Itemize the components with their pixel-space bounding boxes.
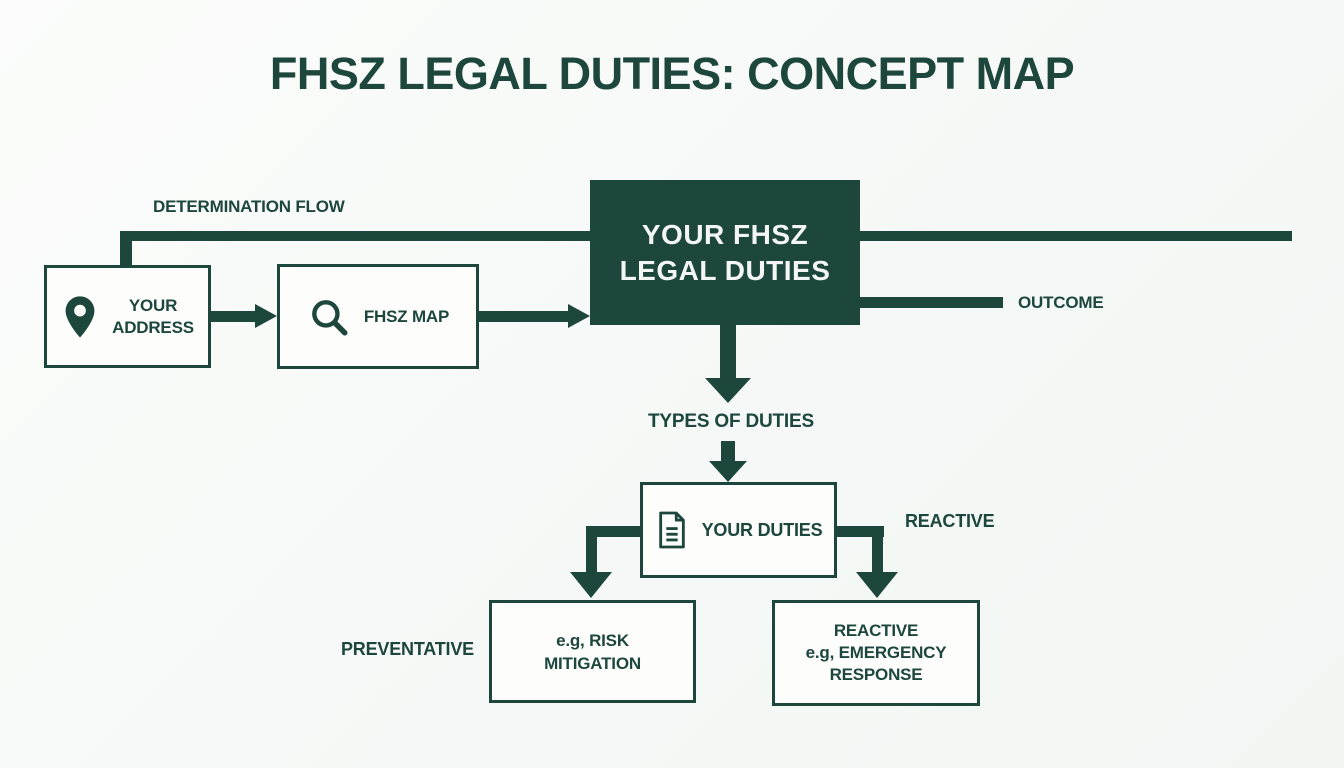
types-of-duties-label: TYPES OF DUTIES — [648, 411, 814, 432]
your-duties-node-label: YOUR DUTIES — [701, 519, 823, 540]
magnifier-icon — [311, 299, 348, 336]
reactive-branch-label: REACTIVE — [905, 511, 995, 531]
outcome-line — [860, 297, 1003, 308]
reactive-example-label: REACTIVE e.g, EMERGENCY RESPONSE — [805, 621, 947, 684]
preventative-branch-label: PREVENTATIVE — [341, 639, 474, 659]
determination-flow-stub — [120, 231, 132, 269]
your-duties-node: YOUR DUTIES — [640, 482, 837, 578]
address-node: YOUR ADDRESS — [44, 265, 211, 368]
reactive-example-node: REACTIVE e.g, EMERGENCY RESPONSE — [772, 600, 980, 706]
address-node-label: YOUR ADDRESS — [112, 295, 194, 337]
arrow-hub-down-shaft — [720, 325, 736, 378]
fhsz-map-node-label: FHSZ MAP — [363, 306, 450, 326]
connector-duties-to-reactive-head — [856, 572, 898, 598]
location-pin-icon — [65, 295, 95, 338]
connector-duties-to-preventative-h — [586, 526, 640, 537]
arrow-types-down-head — [709, 461, 747, 482]
connector-duties-to-reactive-h — [837, 526, 884, 537]
arrow-hub-down-head — [705, 378, 751, 403]
arrow-address-to-map-head — [255, 304, 277, 328]
arrow-types-down-shaft — [721, 441, 735, 462]
connector-duties-to-preventative-v — [586, 526, 597, 572]
determination-flow-label: DETERMINATION FLOW — [153, 197, 345, 216]
preventative-example-node: e.g, RISK MITIGATION — [489, 600, 696, 703]
arrow-map-to-hub-shaft — [479, 311, 569, 322]
arrow-address-to-map-shaft — [211, 311, 257, 322]
hub-node: YOUR FHSZ LEGAL DUTIES — [590, 180, 860, 325]
connector-duties-to-reactive-v — [872, 526, 883, 572]
connector-duties-to-preventative-head — [570, 572, 612, 598]
document-icon — [658, 511, 685, 549]
outcome-label: OUTCOME — [1018, 293, 1104, 312]
fhsz-map-node: FHSZ MAP — [277, 264, 479, 369]
preventative-example-label: e.g, RISK MITIGATION — [544, 630, 641, 673]
page-title: FHSZ LEGAL DUTIES: CONCEPT MAP — [269, 48, 1075, 99]
arrow-map-to-hub-head — [568, 304, 590, 328]
hub-node-label: YOUR FHSZ LEGAL DUTIES — [619, 218, 831, 286]
